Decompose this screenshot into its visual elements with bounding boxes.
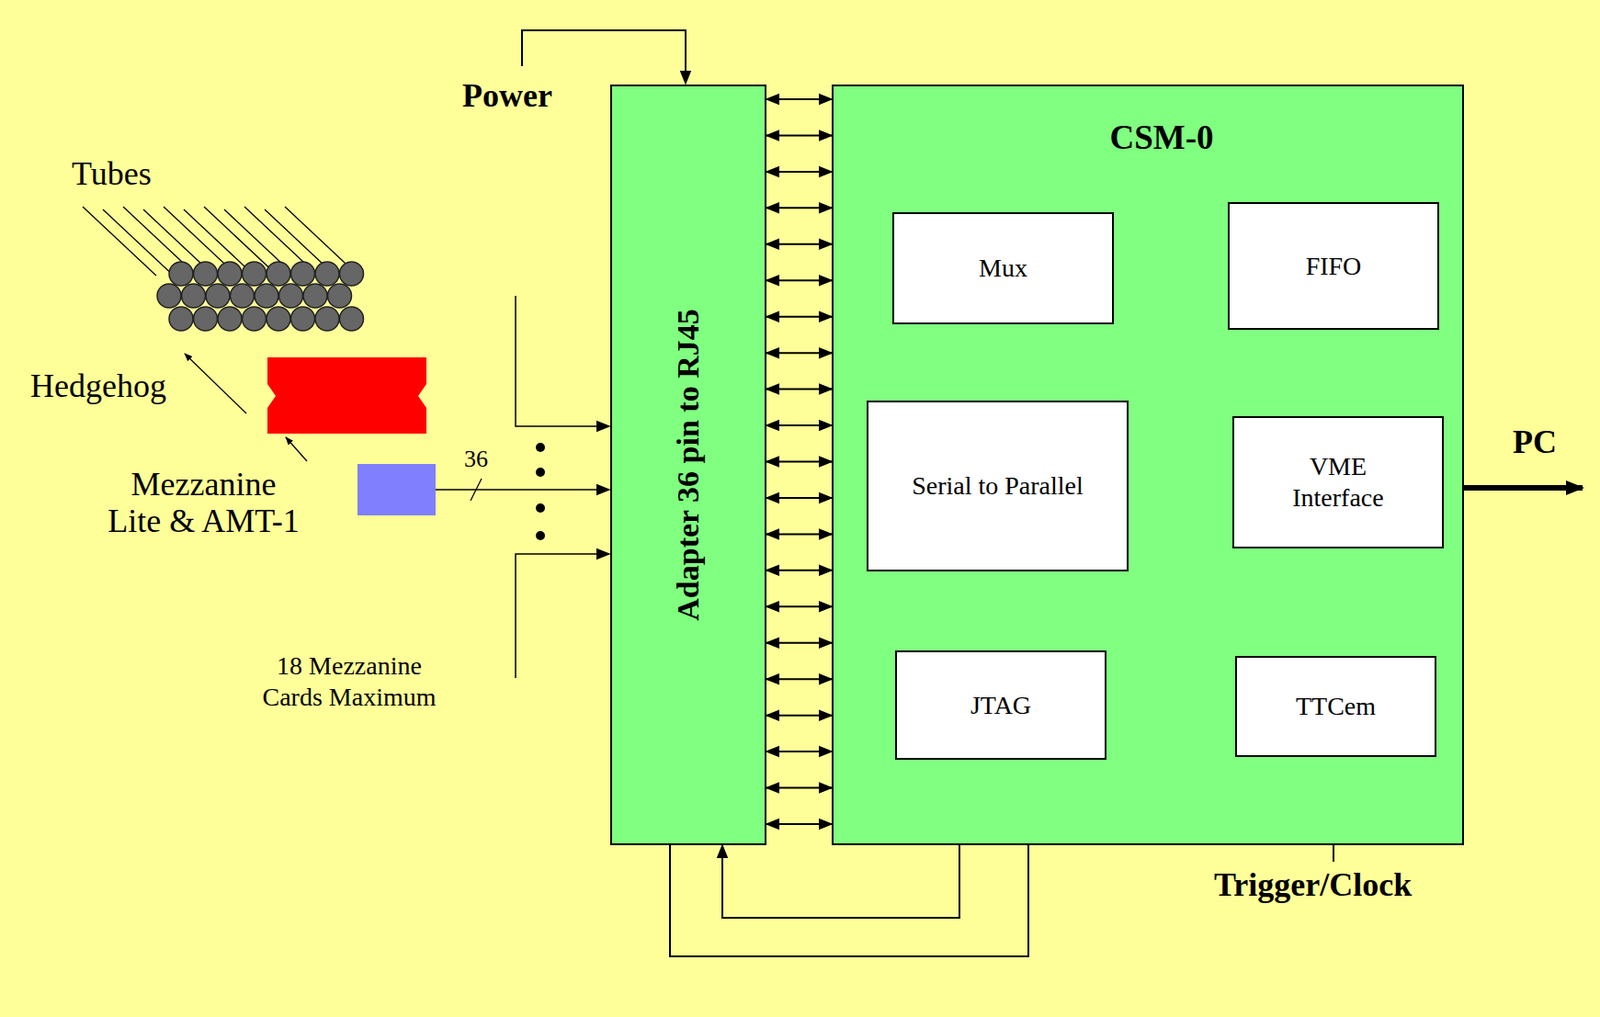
power-arrow: [521, 30, 686, 84]
adapter-title: Adapter 36 pin to RJ45: [669, 308, 708, 621]
part-name: Mezzanine Lite & AMT-1: [102, 466, 305, 540]
bus-arrow: [766, 497, 832, 500]
bus-arrow: [766, 605, 832, 608]
drift-tube: [217, 261, 242, 286]
power-label: Power: [462, 78, 553, 115]
drift-tube: [266, 306, 291, 331]
ellipsis-dot: [535, 442, 545, 453]
box-label: VME Interface: [1264, 451, 1412, 513]
bus-arrow: [766, 678, 832, 681]
bus-arrow: [766, 750, 832, 753]
ellipsis-dot: [535, 467, 545, 477]
bus-arrow: [766, 424, 832, 427]
bus-arrow: [766, 714, 832, 717]
drift-tube: [193, 306, 218, 331]
process-box: Serial to Parallel: [866, 400, 1129, 572]
drift-tube: [193, 261, 218, 286]
leader-arrow: [184, 353, 247, 414]
cable-arrow: [515, 295, 610, 427]
drift-tube: [303, 283, 328, 308]
bus-arrow: [766, 461, 832, 464]
bus-arrow: [766, 533, 832, 535]
box-label: Serial to Parallel: [911, 470, 1084, 502]
ellipsis-dot: [535, 531, 545, 541]
drift-tube: [169, 261, 193, 286]
bus-arrow: [766, 351, 832, 354]
bus-arrow: [766, 98, 832, 101]
drift-tube: [217, 306, 242, 331]
csm-board: CSM-0Mux FIFO Serial to Parallel VME Interf…: [831, 84, 1464, 846]
tube-wire: [82, 206, 157, 276]
bus-arrow: [766, 388, 832, 391]
process-box: JTAG: [895, 650, 1107, 761]
mezzanine-card: [357, 464, 436, 516]
bus-arrow: [766, 206, 832, 209]
box-label: JTAG: [970, 690, 1032, 722]
bus-arrow: [766, 134, 832, 137]
drift-tube: [242, 261, 267, 286]
process-box: FIFO: [1227, 202, 1440, 330]
bus-slash: [470, 478, 482, 501]
pc-arrow: [1446, 485, 1583, 491]
drift-tube: [242, 306, 267, 331]
drift-tube: [340, 306, 364, 331]
bus-arrow: [766, 279, 832, 282]
hedgehog-card: [267, 357, 427, 434]
cable-arrow: [515, 554, 610, 679]
drift-tube: [328, 283, 352, 308]
drift-tube: [157, 283, 182, 308]
drift-tube: [230, 283, 255, 308]
bus-arrow: [766, 642, 832, 645]
drift-tube: [169, 306, 193, 331]
drift-tube: [181, 283, 206, 308]
bus-arrow: [766, 316, 832, 318]
cable-arrow: [435, 488, 610, 491]
pc-label: PC: [1512, 424, 1557, 462]
part-name: Tubes: [71, 156, 152, 193]
process-box: Mux: [892, 212, 1114, 325]
drift-tube: [279, 283, 304, 308]
process-box: VME Interface: [1232, 416, 1444, 549]
box-label: TTCem: [1295, 691, 1376, 723]
bus-arrow: [766, 823, 832, 826]
bus-arrow: [766, 243, 832, 246]
drift-tube: [291, 261, 316, 286]
tube-wire: [204, 206, 278, 276]
signal-name: Trigger/Clock: [1214, 867, 1412, 905]
leader-arrow: [285, 437, 307, 462]
drift-tube: [315, 261, 340, 286]
part-name: Hedgehog: [30, 368, 167, 406]
adapter-box: Adapter 36 pin to RJ45: [610, 84, 767, 846]
board-title: CSM-0: [833, 117, 1463, 159]
bus-width: 36: [464, 446, 488, 474]
bus-arrow: [766, 787, 832, 790]
drift-tube: [340, 261, 364, 286]
drift-tube: [266, 261, 291, 286]
bus-arrow: [766, 170, 832, 173]
drift-tube: [315, 306, 340, 331]
drift-tube: [291, 306, 316, 331]
ellipsis-dot: [535, 503, 545, 513]
drift-tube: [205, 283, 230, 308]
tube-bundle: [157, 261, 364, 331]
box-label: FIFO: [1305, 250, 1362, 283]
note: 18 Mezzanine Cards Maximum: [252, 650, 446, 713]
drift-tube: [254, 283, 279, 308]
box-label: Mux: [978, 252, 1028, 284]
process-box: TTCem: [1235, 656, 1437, 758]
tube-wire: [102, 209, 177, 279]
bus-arrow: [766, 569, 832, 572]
